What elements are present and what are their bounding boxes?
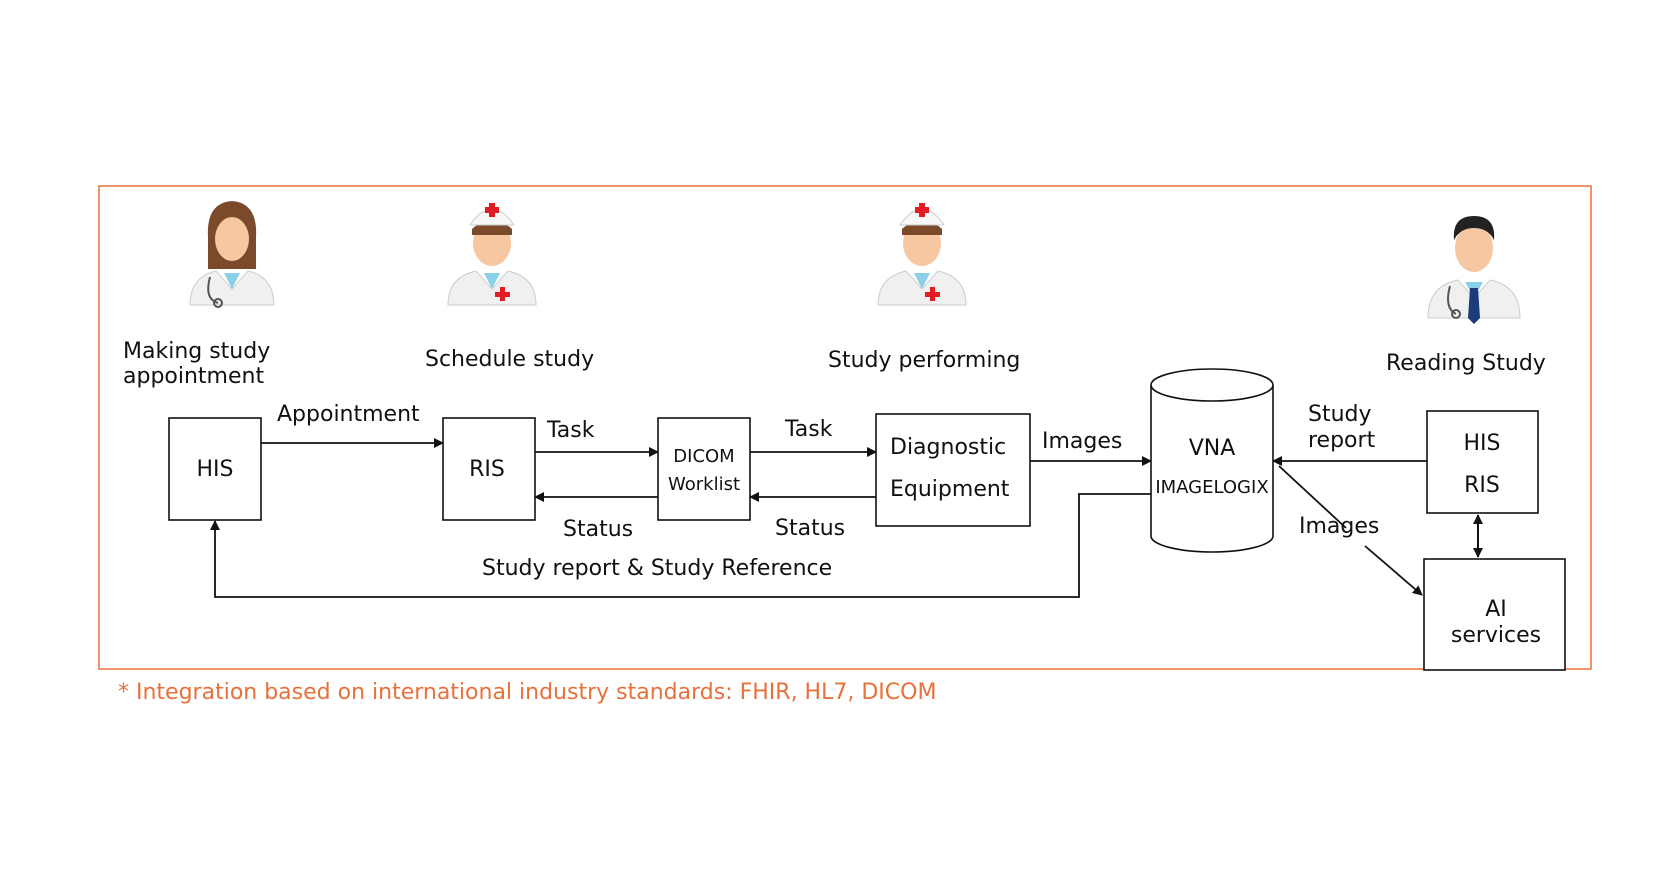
flow-label-status-2: Status [775, 516, 845, 541]
nurse-icon [877, 203, 967, 306]
role-label-reading: Reading Study [1386, 351, 1546, 376]
flow-label-report-reference: Study report & Study Reference [482, 556, 832, 581]
dicom-worklist-label-line1: DICOM [673, 446, 734, 467]
arrow-vna-to-ai-services [1278, 465, 1422, 595]
flow-label-images-1: Images [1042, 429, 1122, 454]
vna-storage-cylinder [1150, 368, 1274, 553]
ai-services-label-line2: services [1451, 623, 1541, 648]
his-box [168, 417, 262, 521]
diagnostic-equipment-label-line2: Equipment [890, 477, 1010, 502]
vna-label: VNA [1189, 436, 1236, 461]
female-doctor-icon [189, 201, 275, 308]
diagnostic-equipment-label-line1: Diagnostic [890, 435, 1006, 460]
dicom-worklist-label-line2: Worklist [668, 474, 740, 495]
nurse-icon [447, 203, 537, 306]
flow-label-task-2: Task [784, 417, 833, 442]
ai-services-box [1423, 558, 1566, 671]
flow-label-study-report-line1: Study [1308, 402, 1372, 427]
his-ris-box [1426, 410, 1539, 514]
flow-label-task-1: Task [546, 418, 595, 443]
his-ris-label-line2: RIS [1464, 473, 1500, 498]
his-ris-label-line1: HIS [1464, 431, 1501, 456]
diagram-frame [98, 185, 1592, 670]
role-label-appointment-line2: appointment [123, 364, 264, 389]
ris-box-label: RIS [469, 457, 505, 482]
vna-imagelogix-label: IMAGELOGIX [1155, 477, 1268, 498]
ris-box [442, 417, 536, 521]
flow-label-images-2: Images [1299, 514, 1379, 539]
role-label-schedule: Schedule study [425, 347, 594, 372]
role-label-appointment-line1: Making study [123, 339, 270, 364]
standards-footnote: * Integration based on international ind… [118, 680, 937, 705]
his-box-label: HIS [197, 457, 234, 482]
role-label-performing: Study performing [828, 348, 1020, 373]
flow-label-appointment: Appointment [277, 402, 420, 427]
diagnostic-equipment-box [875, 413, 1031, 527]
ai-services-label-line1: AI [1485, 597, 1507, 622]
dicom-worklist-box [657, 417, 751, 521]
male-doctor-icon [1427, 216, 1521, 324]
flow-label-study-report-line2: report [1308, 428, 1376, 453]
arrow-vna-to-his-report [210, 493, 1151, 598]
flow-label-status-1: Status [563, 517, 633, 542]
